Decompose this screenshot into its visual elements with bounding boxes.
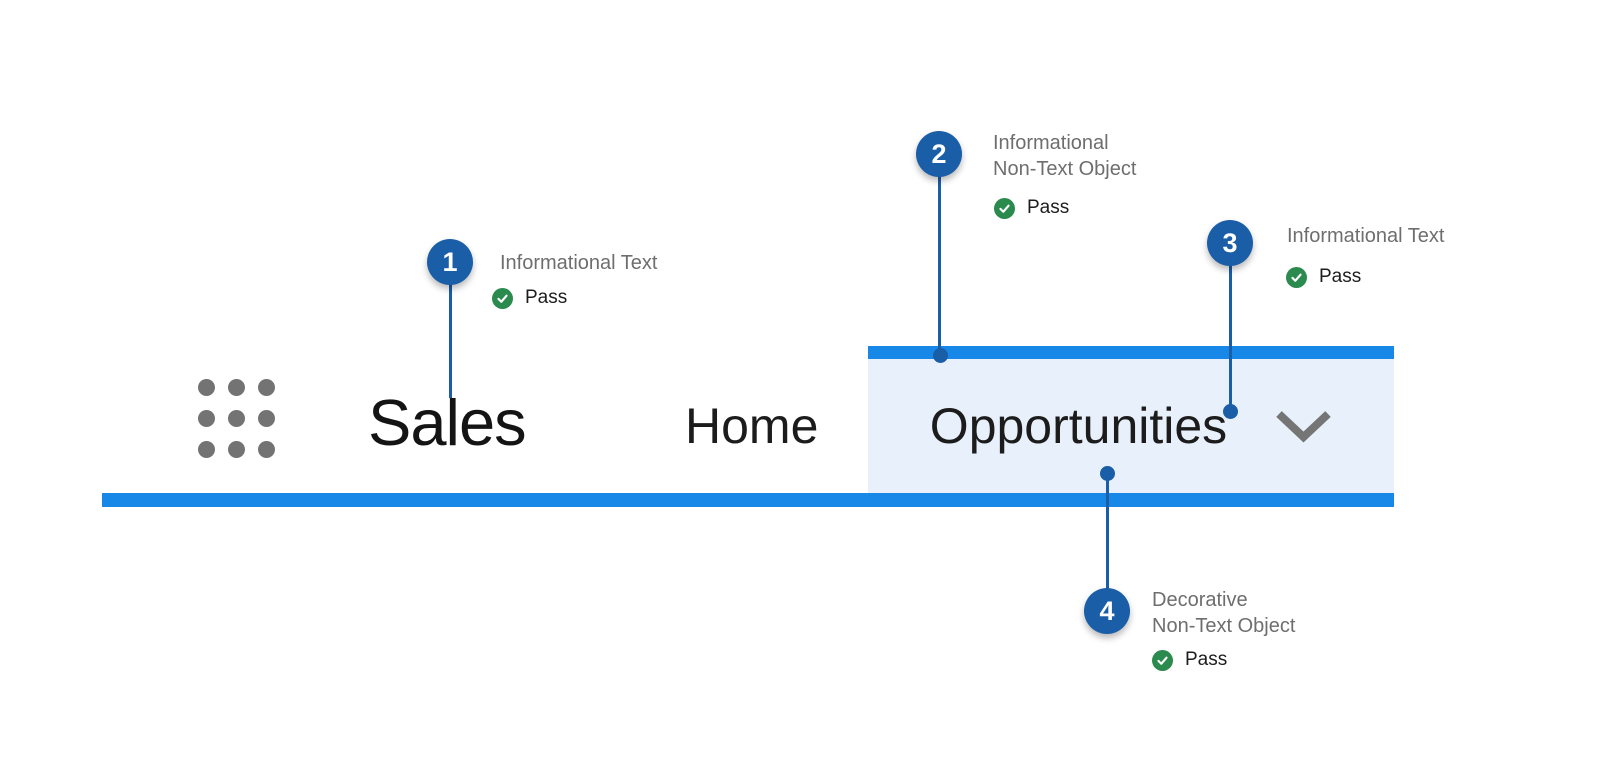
callout-4-status: Pass — [1152, 649, 1227, 671]
callout-3-number: 3 — [1222, 227, 1238, 258]
callout-1-status: Pass — [492, 287, 567, 309]
callout-2-label-line2: Non-Text Object — [993, 158, 1137, 180]
callout-2-target-dot — [933, 348, 948, 363]
callout-3-connector-line — [1229, 264, 1232, 411]
nav-item-label: Opportunities — [929, 398, 1228, 454]
nav-item-home[interactable]: Home — [685, 398, 819, 454]
callout-4-label: Decorative Non-Text Object — [1152, 587, 1295, 639]
nav-item-opportunities-selected[interactable]: Opportunities — [868, 346, 1394, 493]
callout-4-connector-line — [1106, 473, 1109, 590]
chevron-down-icon[interactable] — [1275, 410, 1332, 443]
callout-1-label: Informational Text — [500, 250, 658, 276]
nav-underline-bar — [102, 493, 1394, 507]
waffle-dot — [258, 379, 275, 396]
waffle-dot — [198, 410, 215, 427]
callout-3-status: Pass — [1286, 266, 1361, 288]
callout-1-number: 1 — [442, 246, 458, 277]
callout-4-status-text: Pass — [1185, 649, 1228, 670]
callout-2-marker: 2 — [916, 131, 962, 177]
callout-4-label-line1: Decorative — [1152, 589, 1248, 611]
callout-1-marker: 1 — [427, 239, 473, 285]
callout-3-status-text: Pass — [1319, 266, 1362, 287]
waffle-dot — [258, 441, 275, 458]
app-title: Sales — [368, 386, 527, 459]
callout-2-label-line1: Informational — [993, 132, 1109, 154]
callout-2-status: Pass — [994, 197, 1069, 219]
callout-3-label: Informational Text — [1287, 223, 1445, 249]
callout-2-number: 2 — [931, 138, 947, 169]
waffle-dot — [228, 441, 245, 458]
callout-4-target-dot — [1100, 466, 1115, 481]
waffle-dot — [198, 441, 215, 458]
waffle-dot — [258, 410, 275, 427]
check-circle-icon — [994, 197, 1015, 219]
callout-1-connector-line — [449, 283, 452, 398]
waffle-dot — [228, 379, 245, 396]
callout-3-target-dot — [1223, 404, 1238, 419]
check-circle-icon — [1286, 266, 1307, 288]
callout-4-marker: 4 — [1084, 588, 1130, 634]
app-launcher-icon[interactable] — [198, 379, 275, 458]
check-circle-icon — [1152, 649, 1173, 671]
callout-4-label-line2: Non-Text Object — [1152, 615, 1296, 637]
callout-2-label: Informational Non-Text Object — [993, 130, 1136, 182]
waffle-dot — [198, 379, 215, 396]
waffle-dot — [228, 410, 245, 427]
check-circle-icon — [492, 287, 513, 309]
callout-2-connector-line — [938, 175, 941, 355]
callout-1-status-text: Pass — [525, 287, 568, 308]
callout-3-marker: 3 — [1207, 220, 1253, 266]
callout-3-label-line1: Informational Text — [1287, 225, 1445, 247]
callout-4-number: 4 — [1099, 595, 1115, 626]
callout-2-status-text: Pass — [1027, 197, 1070, 218]
callout-1-label-line1: Informational Text — [500, 252, 658, 274]
